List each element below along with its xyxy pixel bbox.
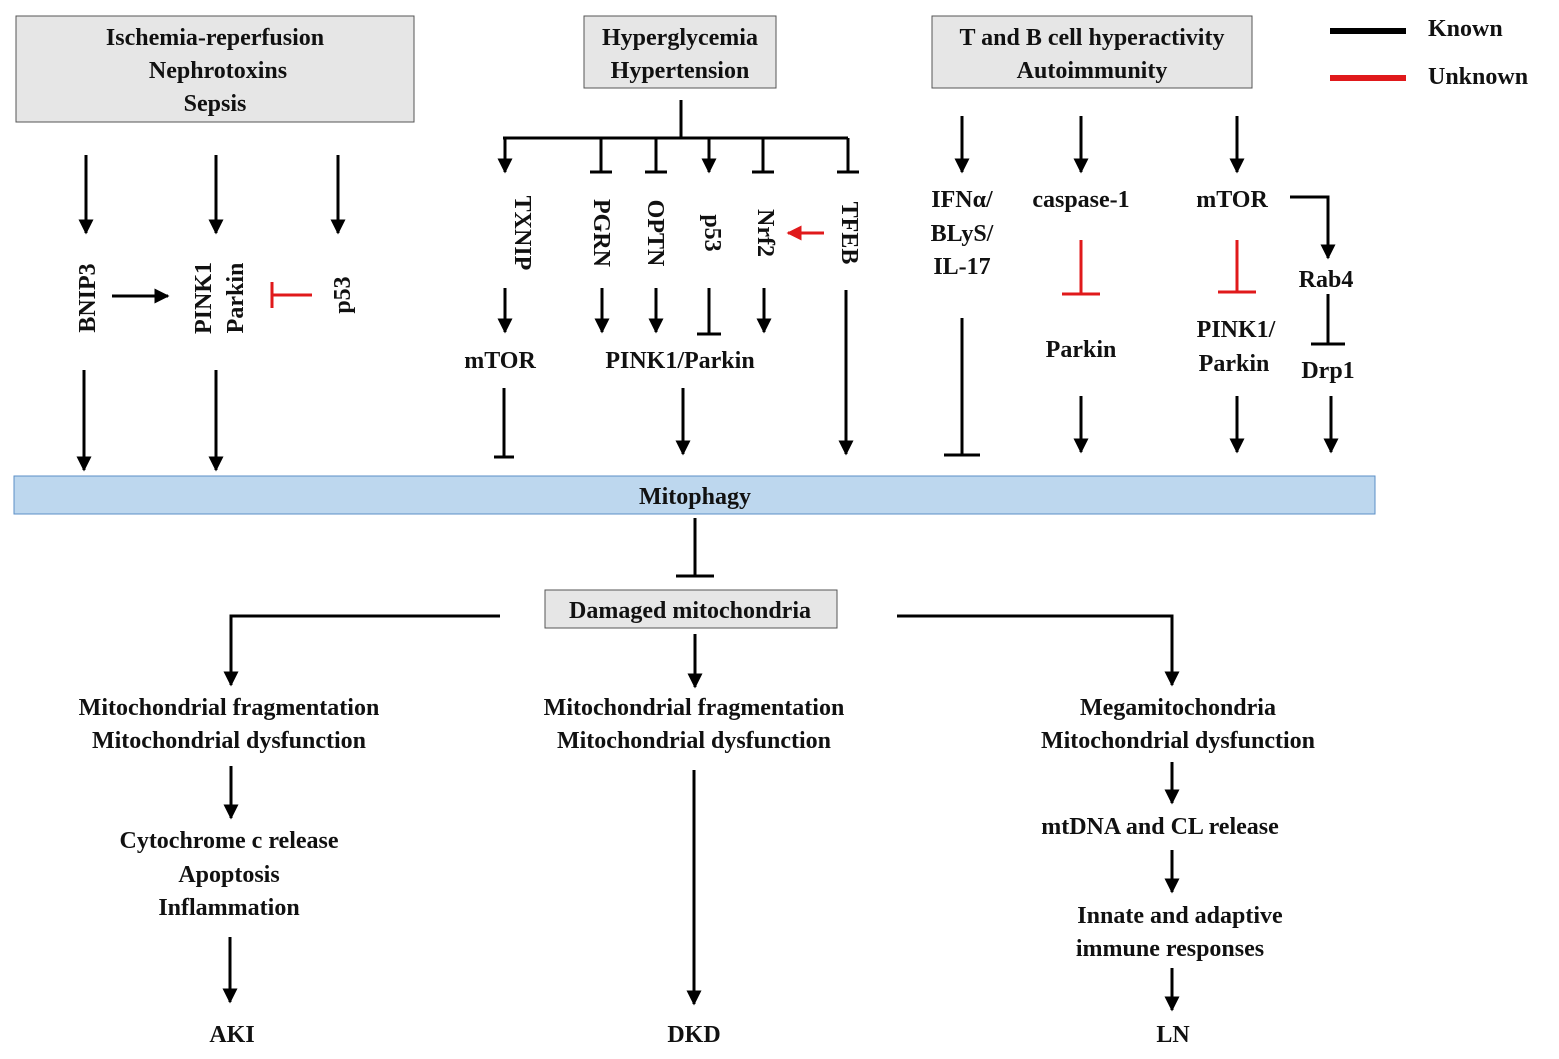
- label-aki-fragmentation: Mitochondrial fragmentation: [79, 695, 380, 721]
- label-pink1: PINK1: [191, 262, 217, 334]
- trigger-hyperglycemia: Hyperglycemia: [602, 25, 758, 51]
- aki-trigger-box: [15, 15, 415, 123]
- arrow-damaged-to-ln: [897, 614, 1180, 687]
- label-parkin-ln2: Parkin: [1199, 351, 1270, 377]
- label-dkd-dysfunction: Mitochondrial dysfunction: [557, 728, 831, 754]
- label-il17: IL-17: [933, 254, 990, 280]
- label-dkd-fragmentation: Mitochondrial fragmentation: [544, 695, 845, 721]
- label-caspase1: caspase-1: [1032, 187, 1129, 213]
- arrow-damaged-to-aki: [223, 614, 500, 687]
- label-rab4: Rab4: [1299, 267, 1354, 293]
- legend-unknown-label: Unknown: [1428, 64, 1528, 90]
- label-megamitochondria: Megamitochondria: [1080, 695, 1276, 721]
- label-inflammation: Inflammation: [158, 895, 299, 921]
- label-pink1-ln: PINK1/: [1197, 317, 1276, 343]
- label-mtor-ln: mTOR: [1196, 187, 1268, 213]
- label-blys: BLyS/: [931, 221, 994, 247]
- label-innate-adaptive: Innate and adaptive: [1077, 903, 1283, 929]
- label-tfeb: TFEB: [836, 202, 862, 265]
- label-damaged-mitochondria: Damaged mitochondria: [569, 598, 811, 624]
- label-immune-responses: immune responses: [1076, 936, 1264, 962]
- damaged-mitochondria-box: [544, 589, 838, 629]
- label-ifn-alpha: IFNα/: [931, 187, 993, 213]
- label-aki: AKI: [209, 1022, 254, 1048]
- label-ln: LN: [1156, 1022, 1190, 1048]
- legend-known-label: Known: [1428, 16, 1503, 42]
- label-bnip3: BNIP3: [75, 263, 101, 332]
- label-parkin: Parkin: [223, 263, 249, 334]
- label-drp1: Drp1: [1301, 358, 1354, 384]
- label-p53-aki: p53: [330, 276, 356, 313]
- label-p53-dkd: p53: [699, 214, 725, 251]
- label-apoptosis: Apoptosis: [178, 862, 279, 888]
- label-mtor-dkd: mTOR: [464, 348, 536, 374]
- label-pink1parkin-dkd: PINK1/Parkin: [605, 348, 754, 374]
- trigger-ischemia-reperfusion: Ischemia-reperfusion: [106, 25, 324, 51]
- label-dkd: DKD: [667, 1022, 720, 1048]
- label-pgrn: PGRN: [588, 199, 614, 268]
- label-nrf2: Nrf2: [752, 209, 778, 257]
- trigger-hypertension: Hypertension: [611, 58, 750, 84]
- trigger-nephrotoxins: Nephrotoxins: [149, 58, 287, 84]
- arrow-mtor-to-rab4: [1290, 195, 1336, 260]
- label-txnip: TXNIP: [509, 196, 535, 271]
- trigger-autoimmunity: Autoimmunity: [1017, 58, 1168, 84]
- label-cytochrome-c: Cytochrome c release: [119, 828, 338, 854]
- trigger-t-b-cell-hyperactivity: T and B cell hyperactivity: [960, 25, 1225, 51]
- label-aki-dysfunction: Mitochondrial dysfunction: [92, 728, 366, 754]
- mitophagy-bar: [13, 475, 1376, 515]
- label-optn: OPTN: [642, 200, 668, 267]
- label-ln-dysfunction: Mitochondrial dysfunction: [1041, 728, 1315, 754]
- trigger-sepsis: Sepsis: [184, 91, 247, 117]
- label-mitophagy: Mitophagy: [639, 484, 751, 510]
- label-parkin-ln: Parkin: [1046, 337, 1117, 363]
- dkd-trigger-box: [583, 15, 777, 89]
- ln-trigger-box: [931, 15, 1253, 89]
- label-mtdna-cl-release: mtDNA and CL release: [1041, 814, 1279, 840]
